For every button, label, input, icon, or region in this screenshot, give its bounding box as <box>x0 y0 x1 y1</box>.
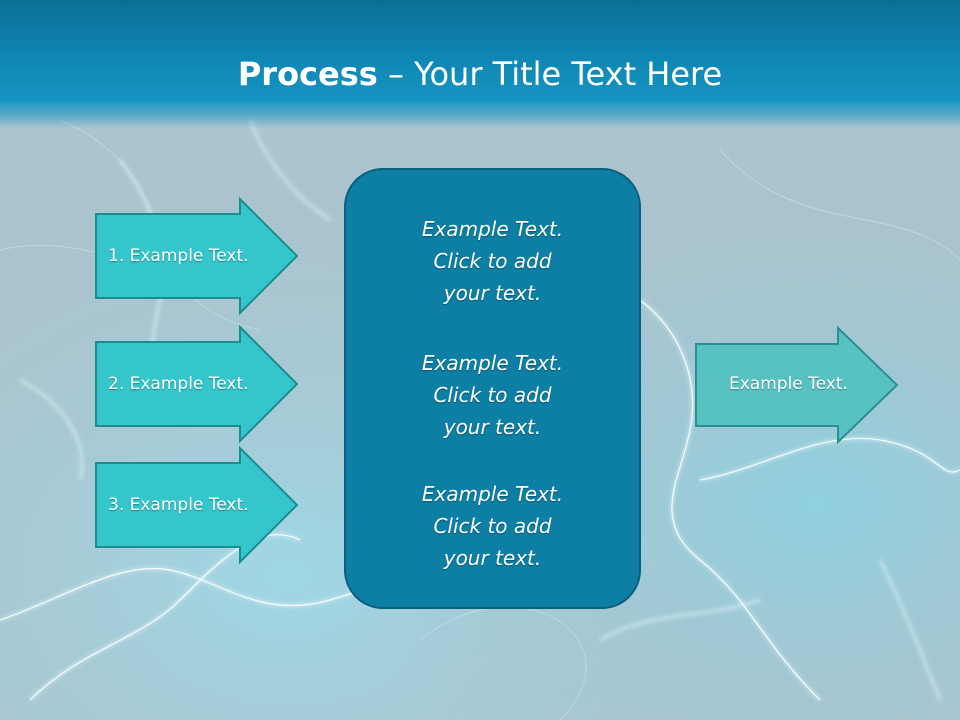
center-text-line: Click to add <box>433 249 552 273</box>
center-text-line: Click to add <box>433 383 552 407</box>
center-text-block-2[interactable]: Example Text. Click to add your text. <box>344 347 641 443</box>
center-text-line: Click to add <box>433 514 552 538</box>
center-text-line: Example Text. <box>421 482 564 506</box>
title-rest: – Your Title Text Here <box>377 55 723 93</box>
title-bold: Process <box>237 55 378 93</box>
input-arrow-2-label[interactable]: 2. Example Text. <box>108 374 249 394</box>
center-text-line: your text. <box>443 546 542 570</box>
page-title: Process – Your Title Text Here <box>0 52 960 96</box>
center-text-block-1[interactable]: Example Text. Click to add your text. <box>344 213 641 309</box>
input-arrow-1-label[interactable]: 1. Example Text. <box>108 246 249 266</box>
input-arrow-2[interactable] <box>95 324 299 444</box>
center-process-box[interactable] <box>344 168 641 609</box>
center-box-text-area: Example Text. Click to add your text. Ex… <box>344 168 641 609</box>
center-text-line: Example Text. <box>421 351 564 375</box>
input-arrow-3-label[interactable]: 3. Example Text. <box>108 495 249 515</box>
title-bar: Process – Your Title Text Here <box>0 0 960 128</box>
output-arrow[interactable] <box>695 325 899 445</box>
input-arrow-3[interactable] <box>95 445 299 565</box>
input-arrow-1[interactable] <box>95 196 299 316</box>
center-text-line: your text. <box>443 415 542 439</box>
output-arrow-label[interactable]: Example Text. <box>729 374 848 394</box>
center-text-block-3[interactable]: Example Text. Click to add your text. <box>344 478 641 574</box>
center-text-line: Example Text. <box>421 217 564 241</box>
center-text-line: your text. <box>443 281 542 305</box>
